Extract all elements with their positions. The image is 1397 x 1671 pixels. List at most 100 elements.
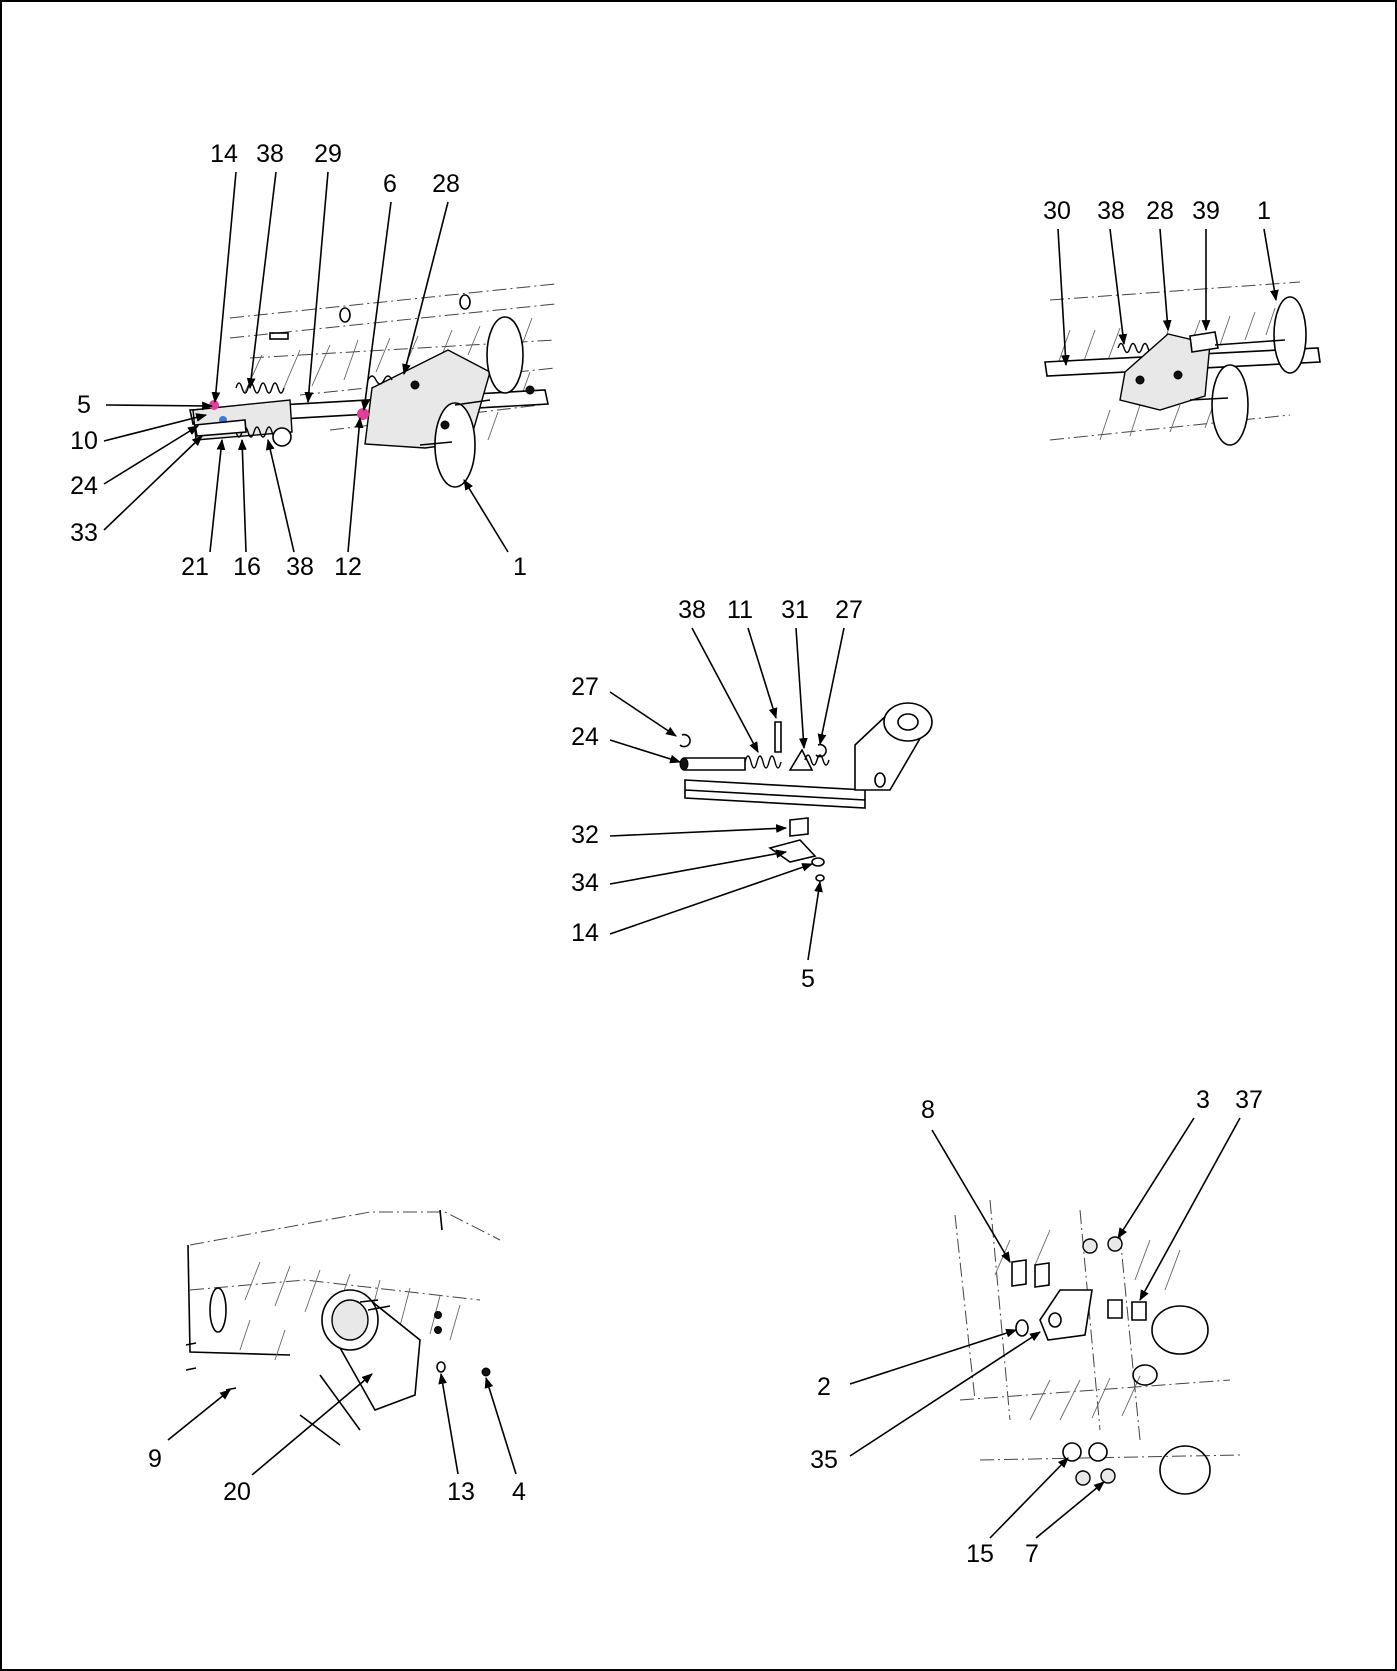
leader-v5-37 [1139, 1117, 1241, 1301]
nut-3-a [1082, 1238, 1098, 1254]
leader-v1-28 [402, 201, 449, 376]
screw-9 [185, 1342, 237, 1391]
pin-11 [774, 721, 782, 753]
leader-v3-27-left [609, 691, 677, 737]
leader-v3-14 [609, 863, 814, 935]
lever-plate-28-view2 [1119, 333, 1211, 411]
leader-v1-1 [463, 479, 509, 553]
callout-v2-38: 38 [1097, 197, 1125, 225]
leader-v5-3 [1117, 1117, 1195, 1239]
leader-v1-12 [347, 416, 364, 553]
callout-v1-21: 21 [181, 553, 209, 581]
leader-v1-14 [211, 171, 237, 404]
leader-v3-27-top [817, 627, 845, 746]
washer-15-b [1088, 1442, 1108, 1462]
nut-7-a [1075, 1470, 1091, 1486]
leader-v3-5 [807, 880, 823, 961]
leader-v1-38-bottom [265, 438, 295, 553]
callout-v2-1: 1 [1257, 197, 1271, 225]
spring-38-view2 [1117, 342, 1155, 354]
callout-v5-2: 2 [817, 1373, 831, 1401]
callout-v5-8: 8 [921, 1096, 935, 1124]
callout-v3-5: 5 [801, 965, 815, 993]
leader-v1-33 [103, 435, 203, 531]
leader-v4-4 [484, 1376, 517, 1475]
spring-upper [235, 382, 285, 394]
callout-v2-39: 39 [1192, 197, 1220, 225]
bracket-31 [788, 748, 814, 771]
callout-v3-27-left: 27 [571, 673, 599, 701]
view-2-lever-brake-assembly [1044, 281, 1321, 446]
view-3-exploded-pivot [679, 702, 933, 882]
bracket-35 [1039, 1289, 1093, 1341]
leader-v1-38-top [246, 171, 277, 390]
leader-v3-32 [609, 824, 788, 837]
view-3-callouts: 38 11 31 27 27 24 32 34 14 5 [571, 596, 863, 993]
leader-v4-20 [251, 1373, 373, 1476]
view-1-leaders [103, 171, 509, 553]
callout-v1-12: 12 [334, 553, 362, 581]
view-2-callouts: 30 38 28 39 1 [1043, 197, 1271, 225]
callout-v4-13: 13 [447, 1478, 475, 1506]
ring-27-left [679, 733, 691, 748]
callout-v3-34: 34 [571, 869, 599, 897]
bolt-8-b [1034, 1262, 1050, 1288]
callout-v1-38-top: 38 [256, 140, 284, 168]
callout-v4-9: 9 [148, 1445, 162, 1473]
leader-v1-24 [103, 425, 199, 485]
nut-4 [481, 1367, 491, 1377]
leader-v2-38 [1109, 228, 1128, 346]
spring-31-view3 [804, 754, 830, 766]
leader-v3-34 [609, 849, 788, 885]
view-5-leaders [849, 1117, 1241, 1539]
leader-v5-15 [989, 1457, 1069, 1539]
view-1-callouts: 14 38 29 6 28 5 10 24 33 21 16 38 12 1 [70, 140, 527, 581]
view-2-leaders [1057, 228, 1279, 367]
leader-v1-21 [209, 438, 226, 553]
leader-v2-30 [1057, 228, 1070, 367]
leader-v5-8 [931, 1129, 1011, 1263]
stud-37-b [1131, 1301, 1147, 1321]
brake-drum-1-view2 [1273, 296, 1307, 374]
clip-32 [789, 817, 809, 837]
callout-v5-7: 7 [1025, 1540, 1039, 1568]
callout-v1-38-bottom: 38 [286, 553, 314, 581]
view-4-motor-mount [185, 1209, 501, 1446]
view-1-spring-pivot-assembly [189, 283, 556, 488]
callout-v4-4: 4 [512, 1478, 526, 1506]
spring-38-view3 [744, 755, 782, 769]
pin-24-view3 [683, 757, 746, 771]
leader-v1-10 [103, 413, 208, 442]
leader-v1-5 [105, 401, 214, 411]
washer-14 [811, 857, 825, 867]
callout-v1-24: 24 [70, 472, 98, 500]
callout-v3-32: 32 [571, 821, 599, 849]
leader-v5-7 [1035, 1481, 1105, 1539]
leader-v2-1 [1263, 228, 1279, 302]
brake-drum-lower-view2 [1211, 364, 1249, 446]
leader-v3-31 [795, 627, 808, 750]
leader-v4-13 [438, 1372, 459, 1475]
callout-v5-35: 35 [810, 1446, 838, 1474]
brake-drum-lower [434, 402, 476, 488]
callout-v1-28: 28 [432, 170, 460, 198]
nut-5 [815, 874, 825, 882]
view-4-leaders [167, 1372, 517, 1476]
view-5-callouts: 8 3 37 2 35 15 7 [810, 1086, 1263, 1568]
brake-drum-upper [486, 316, 524, 394]
leader-v5-35 [849, 1331, 1041, 1457]
callout-v4-20: 20 [223, 1478, 251, 1506]
callout-v3-27-top: 27 [835, 596, 863, 624]
nut-3-b [1107, 1236, 1123, 1252]
callout-v1-6: 6 [383, 170, 397, 198]
callout-v5-3: 3 [1196, 1086, 1210, 1114]
leader-v2-28 [1159, 228, 1172, 332]
leader-v1-29 [304, 171, 329, 404]
callout-v1-5: 5 [77, 391, 91, 419]
leader-v3-38 [691, 627, 759, 753]
washer-2 [1015, 1319, 1029, 1337]
grease-marker-pink [209, 400, 219, 410]
spring-lower [229, 426, 279, 438]
